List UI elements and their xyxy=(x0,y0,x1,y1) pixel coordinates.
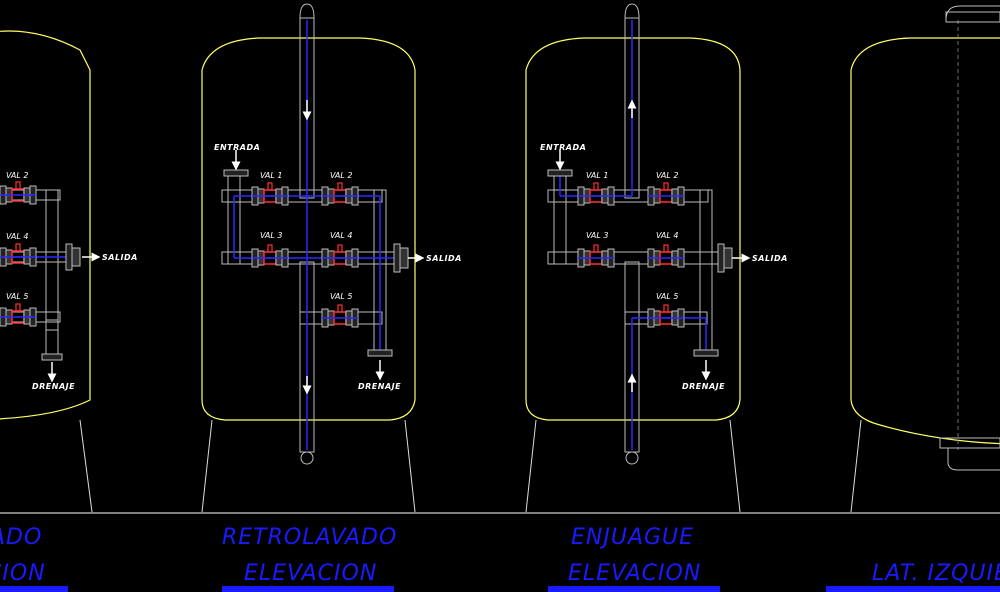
p3-drenaje-label: DRENAJE xyxy=(682,382,725,391)
title-panel1-line1: ADO xyxy=(0,525,42,550)
p2-salida-label: SALIDA xyxy=(426,254,462,263)
title-panel3-line2: ELEVACION xyxy=(568,561,701,586)
panel-1: VAL 2 VAL 4 VAL 5 SALIDA DRENAJE xyxy=(0,30,138,513)
tank-2-body xyxy=(201,37,416,421)
p3-val1-label: VAL 1 xyxy=(586,171,609,180)
p1-val2-label: VAL 2 xyxy=(6,171,29,180)
panel-4 xyxy=(850,5,1000,513)
panel-2: ENTRADA VAL 1 VAL 2 VAL 3 VAL 4 VAL 5 SA… xyxy=(201,3,462,513)
underline-panel4 xyxy=(826,586,1000,592)
p1-val4-label: VAL 4 xyxy=(6,232,29,241)
p2-val4-label: VAL 4 xyxy=(330,231,353,240)
p2-val2-label: VAL 2 xyxy=(330,171,353,180)
p3-entrada-label: ENTRADA xyxy=(540,143,586,152)
panel-3: ENTRADA VAL 1 VAL 2 VAL 3 VAL 4 VAL 5 SA… xyxy=(525,3,788,513)
title-panel2-line2: ELEVACION xyxy=(244,561,377,586)
title-panel2-line1: RETROLAVADO xyxy=(222,525,397,550)
p2-drenaje-label: DRENAJE xyxy=(358,382,401,391)
p3-val3-label: VAL 3 xyxy=(586,231,609,240)
tank-3-body xyxy=(525,37,741,421)
p1-drenaje-label: DRENAJE xyxy=(32,382,75,391)
p3-val5-label: VAL 5 xyxy=(656,292,679,301)
p2-val1-label: VAL 1 xyxy=(260,171,283,180)
underline-panel1 xyxy=(0,586,68,592)
p2-val3-label: VAL 3 xyxy=(260,231,283,240)
underline-panel3 xyxy=(548,586,720,592)
p2-val5-label: VAL 5 xyxy=(330,292,353,301)
p3-salida-label: SALIDA xyxy=(752,254,788,263)
p1-val5-label: VAL 5 xyxy=(6,292,29,301)
p3-val2-label: VAL 2 xyxy=(656,171,679,180)
tank-1-body xyxy=(0,30,91,420)
tank-4-body xyxy=(850,37,1000,445)
underline-panel2 xyxy=(222,586,394,592)
p1-salida-label: SALIDA xyxy=(102,253,138,262)
title-panel4-line1: LAT. IZQUIERDA xyxy=(872,561,1000,586)
p2-entrada-label: ENTRADA xyxy=(214,143,260,152)
title-panel3-line1: ENJUAGUE xyxy=(571,525,694,550)
p3-val4-label: VAL 4 xyxy=(656,231,679,240)
title-panel1-line2: ACION xyxy=(0,561,46,586)
